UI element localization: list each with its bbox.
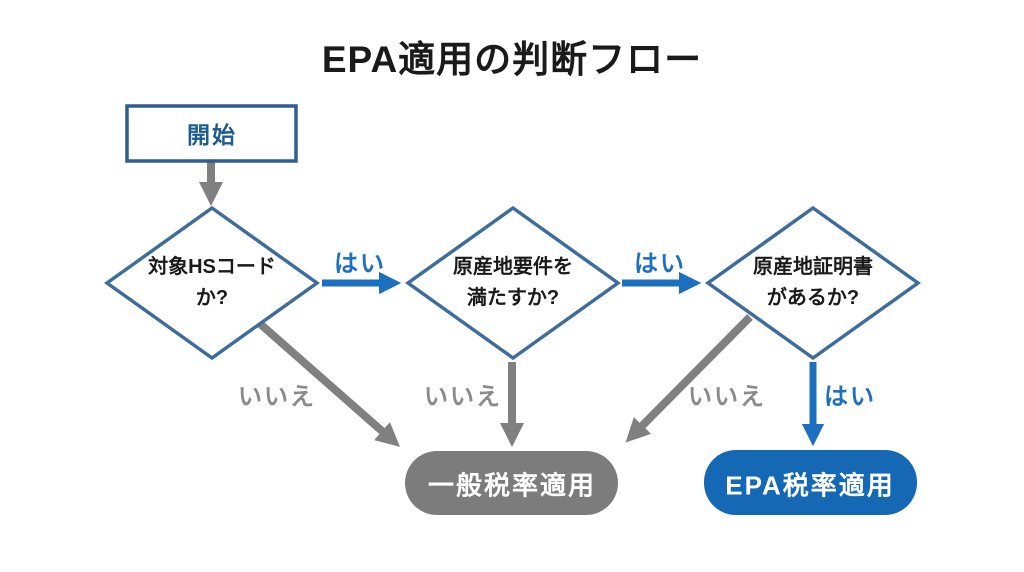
- edge-label-no-1: いいえ: [238, 383, 316, 411]
- general-rate-pill: [405, 451, 618, 515]
- start-node-box: [125, 104, 298, 163]
- decision3-label: 原産地証明書 があるか?: [713, 252, 913, 314]
- epa-rate-pill: [704, 450, 917, 515]
- epa-rate-label: EPA税率適用: [725, 470, 895, 501]
- decision1-label: 対象HSコード か?: [112, 252, 312, 314]
- decision1-diamond: [103, 205, 321, 361]
- decision3-diamond: [704, 205, 922, 361]
- decision3-line1: 原産地証明書: [753, 256, 873, 278]
- decision3-line2: があるか?: [766, 287, 860, 309]
- edge-label-no-2: いいえ: [424, 383, 502, 411]
- decision2-line1: 原産地要件を: [453, 256, 573, 278]
- edge-label-yes-3: はい: [824, 383, 876, 411]
- decision1-line1: 対象HSコード: [148, 256, 276, 278]
- decision2-diamond: [404, 205, 622, 361]
- decision1-line2: か?: [195, 287, 229, 309]
- decision2-label: 原産地要件を 満たすか?: [413, 252, 613, 314]
- decision2-line2: 満たすか?: [466, 287, 560, 309]
- general-rate-label: 一般税率適用: [427, 470, 597, 501]
- edge-label-yes-1: はい: [334, 250, 386, 278]
- arrow-no-decision1-to-general: [255, 318, 401, 447]
- edge-label-yes-2: はい: [634, 250, 686, 278]
- start-node-label: 開始: [187, 122, 237, 148]
- arrow-no-decision3-to-general: [625, 314, 753, 443]
- page-title: EPA適用の判断フロー: [321, 39, 703, 80]
- edge-label-no-3: いいえ: [688, 383, 766, 411]
